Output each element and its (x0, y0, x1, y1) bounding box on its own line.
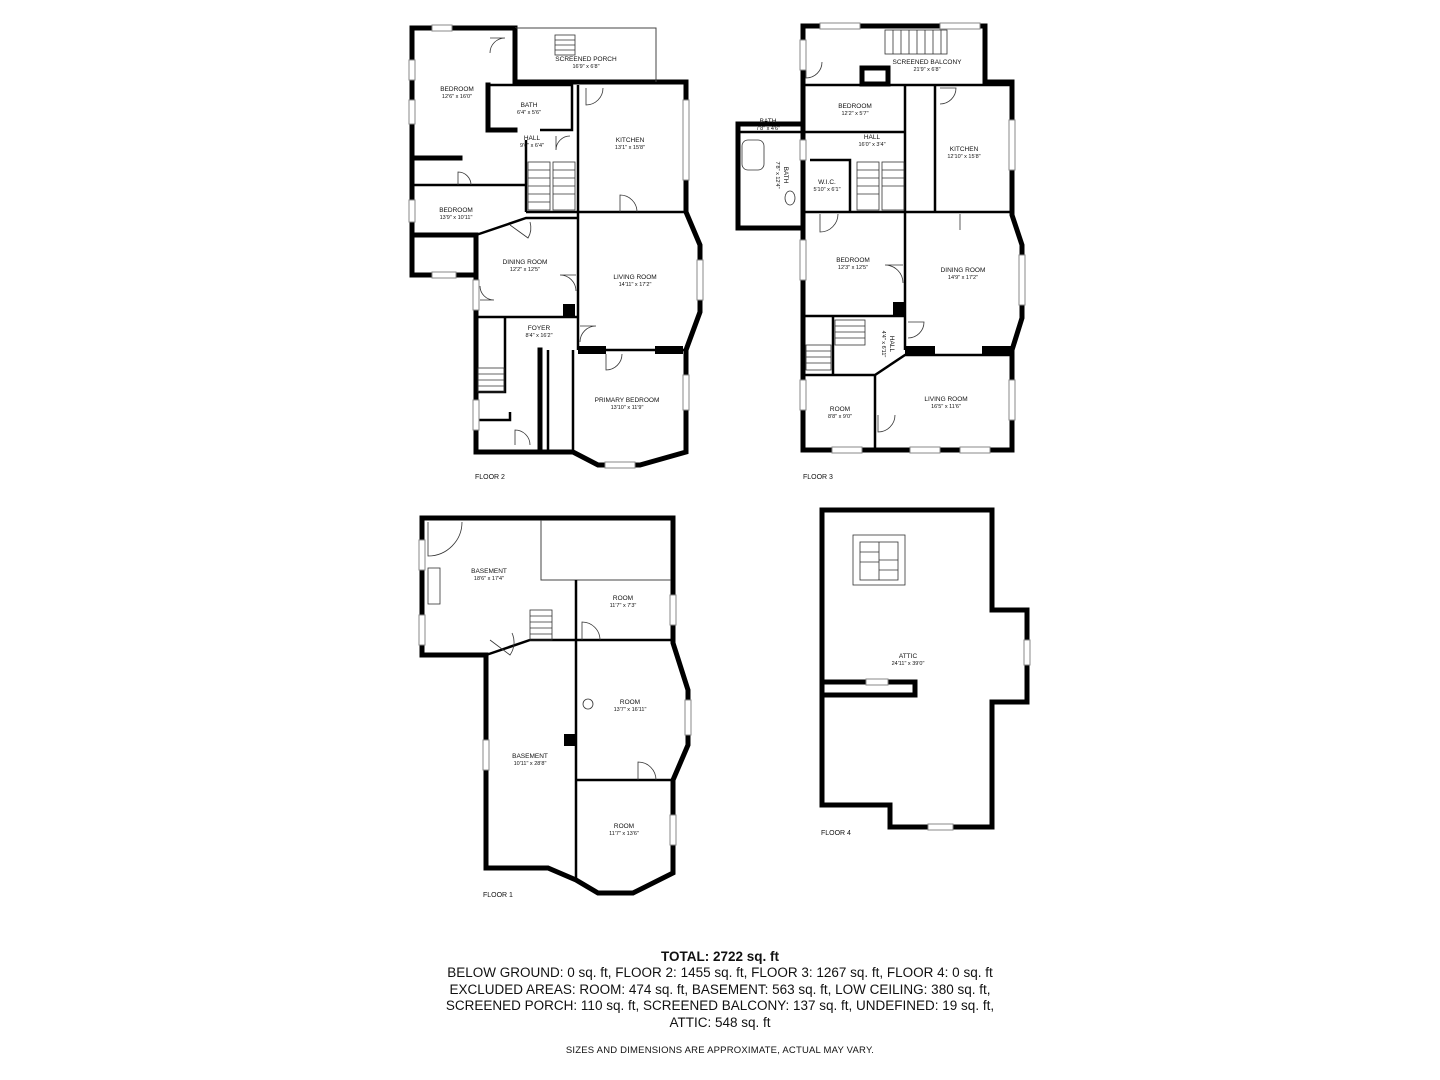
f2-bedroom-2-name: BEDROOM (439, 207, 473, 214)
floor-4-plan: ATTIC 24'11" x 39'0" FLOOR 4 (819, 507, 1031, 837)
f3-kitchen-name: KITCHEN (950, 146, 979, 153)
f3-bath-2-dims: 7'8" x 12'4" (774, 161, 780, 188)
f2-dining-dims: 12'2" x 12'5" (510, 267, 540, 273)
f2-kitchen-name: KITCHEN (616, 137, 645, 144)
f1-room-3-dims: 11'7" x 13'6" (609, 831, 639, 837)
f2-porch-name: SCREENED PORCH (555, 56, 617, 63)
floor-1-plan: BASEMENT 18'6" x 17'4" ROOM 11'7" x 7'3"… (418, 515, 692, 899)
f2-bath-name: BATH (521, 102, 538, 109)
f3-wic-name: W.I.C. (818, 179, 836, 186)
f3-wic-dims: 5'10" x 6'1" (813, 187, 840, 193)
f3-room-name: ROOM (830, 406, 850, 413)
f3-living-name: LIVING ROOM (924, 396, 967, 403)
f2-dining-name: DINING ROOM (503, 259, 548, 266)
f4-attic-name: ATTIC (899, 653, 918, 660)
floor-3-plan: SCREENED BALCONY 21'9" x 6'8" BEDROOM 12… (735, 22, 1026, 481)
f3-hall-1-name: HALL (864, 134, 881, 141)
floor-3-label: FLOOR 3 (803, 474, 833, 481)
f2-living-dims: 14'11" x 17'2" (619, 282, 652, 288)
f3-balcony-name: SCREENED BALCONY (893, 59, 963, 66)
f3-bedroom-2-name: BEDROOM (836, 257, 870, 264)
area-summary: TOTAL: 2722 sq. ft BELOW GROUND: 0 sq. f… (0, 948, 1440, 1031)
f3-bath-1-name: BATH (760, 118, 777, 125)
f3-dining-name: DINING ROOM (941, 267, 986, 274)
total-area: TOTAL: 2722 sq. ft (660, 949, 780, 964)
summary-line-1: BELOW GROUND: 0 sq. ft, FLOOR 2: 1455 sq… (447, 965, 993, 980)
summary-line-3: SCREENED PORCH: 110 sq. ft, SCREENED BAL… (445, 998, 995, 1013)
f3-dining-dims: 14'9" x 17'2" (948, 275, 978, 281)
f2-foyer-name: FOYER (528, 325, 551, 332)
f2-bedroom-1-dims: 12'6" x 16'0" (442, 94, 472, 100)
floor-2-plan: BEDROOM 12'6" x 16'0" SCREENED PORCH 16'… (408, 24, 704, 481)
f2-bedroom-2-dims: 13'9" x 10'11" (440, 215, 473, 221)
f3-hall-1-dims: 16'0" x 3'4" (858, 142, 885, 148)
f1-room-1-dims: 11'7" x 7'3" (610, 603, 637, 609)
f1-room-2-name: ROOM (620, 699, 640, 706)
f1-basement-2-dims: 10'11" x 28'8" (514, 761, 547, 767)
f1-room-2-dims: 13'7" x 16'11" (614, 707, 647, 713)
f3-bedroom-1-dims: 12'2" x 5'7" (841, 111, 868, 117)
f1-room-1-name: ROOM (613, 595, 633, 602)
f2-kitchen-dims: 13'1" x 15'8" (615, 145, 645, 151)
f2-bath-dims: 6'4" x 5'6" (517, 110, 541, 116)
f2-foyer-dims: 8'4" x 16'2" (525, 333, 552, 339)
f1-basement-1-dims: 18'6" x 17'4" (474, 576, 504, 582)
f2-hall-name: HALL (524, 135, 541, 142)
f1-basement-1-name: BASEMENT (471, 568, 507, 575)
f3-bath-1-dims: 7'8" x 4'6" (756, 126, 780, 132)
f2-living-name: LIVING ROOM (613, 274, 656, 281)
f2-porch-dims: 16'9" x 6'8" (572, 64, 599, 70)
f2-primary-bedroom-name: PRIMARY BEDROOM (595, 397, 660, 404)
f2-bedroom-1-name: BEDROOM (440, 86, 474, 93)
floor-4-label: FLOOR 4 (821, 830, 851, 837)
f3-bath-2-name: BATH (782, 167, 789, 184)
f4-attic-dims: 24'11" x 39'0" (892, 661, 925, 667)
summary-line-2: EXCLUDED AREAS: ROOM: 474 sq. ft, BASEME… (449, 981, 991, 997)
floor-2-label: FLOOR 2 (475, 474, 505, 481)
f3-balcony-dims: 21'9" x 6'8" (913, 67, 940, 73)
f1-room-3-name: ROOM (614, 823, 634, 830)
summary-line-4: ATTIC: 548 sq. ft (669, 1014, 771, 1030)
f2-primary-bedroom-dims: 13'10" x 11'9" (611, 405, 644, 411)
f3-hall-2-dims: 4'4" x 6'11" (880, 331, 886, 358)
f2-hall-dims: 9'6" x 6'4" (520, 143, 544, 149)
f3-hall-2-name: HALL (888, 336, 895, 353)
f1-basement-2-name: BASEMENT (512, 753, 548, 760)
f3-bedroom-1-name: BEDROOM (838, 103, 872, 110)
f3-living-dims: 16'5" x 11'6" (931, 404, 961, 410)
floor-1-label: FLOOR 1 (483, 892, 513, 899)
f3-bedroom-2-dims: 12'3" x 12'5" (838, 265, 868, 271)
disclaimer-text: SIZES AND DIMENSIONS ARE APPROXIMATE, AC… (565, 1045, 875, 1056)
f3-kitchen-dims: 12'10" x 15'8" (947, 154, 980, 160)
f3-room-dims: 8'8" x 9'0" (828, 414, 852, 420)
